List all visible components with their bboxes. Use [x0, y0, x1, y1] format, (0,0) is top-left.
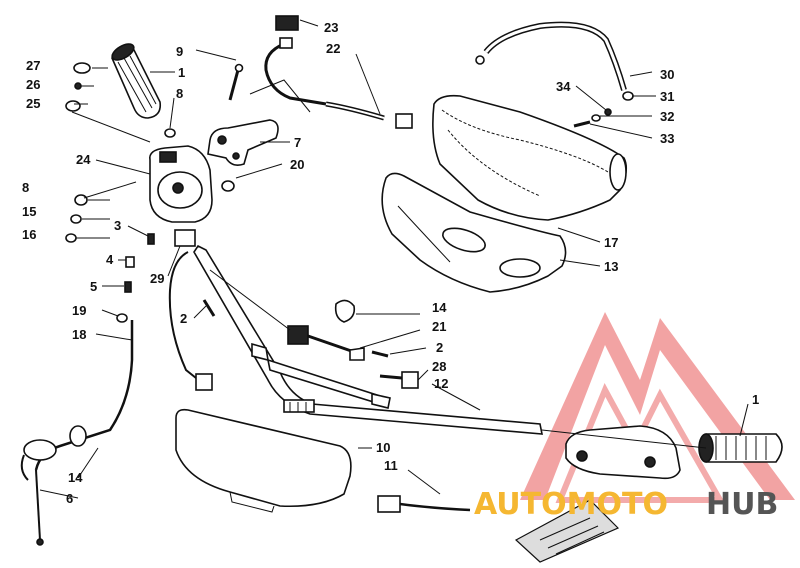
label-3: 3 — [114, 218, 121, 233]
lead-wire-11 — [377, 495, 471, 513]
label-21: 21 — [432, 319, 446, 334]
switch-29 — [174, 229, 196, 247]
label-16: 16 — [22, 227, 36, 242]
bolt-33 — [573, 120, 591, 128]
clip-4 — [125, 256, 135, 268]
label-4: 4 — [106, 252, 114, 267]
label-32: 32 — [660, 109, 674, 124]
screw-3 — [147, 233, 155, 245]
label-24: 24 — [76, 152, 91, 167]
label-10: 10 — [376, 440, 390, 455]
label-12: 12 — [434, 376, 448, 391]
label-18: 18 — [72, 327, 86, 342]
label-26: 26 — [26, 77, 40, 92]
label-2-left: 2 — [180, 311, 187, 326]
right-grip — [698, 433, 783, 463]
cap-27 — [73, 62, 91, 74]
label-17: 17 — [604, 235, 618, 250]
screw-5 — [124, 281, 132, 293]
label-8-left: 8 — [22, 180, 29, 195]
watermark-logo — [520, 312, 795, 503]
washer-16 — [65, 233, 77, 243]
label-28: 28 — [432, 359, 446, 374]
label-34: 34 — [556, 79, 571, 94]
leader-lines — [39, 19, 749, 499]
screw-2b — [371, 350, 389, 358]
label-8-upper: 8 — [176, 86, 183, 101]
label-14-top: 14 — [432, 300, 447, 315]
watermark-automoto: AUTOMOTO — [474, 487, 668, 522]
cover-17 — [432, 94, 628, 221]
nut-34 — [604, 108, 612, 116]
shroud-13 — [381, 172, 567, 293]
nut-20 — [221, 180, 235, 192]
handlebar-pad — [175, 408, 352, 513]
washer-32 — [591, 114, 601, 122]
manual-plate — [514, 499, 620, 563]
left-grip — [111, 43, 162, 119]
label-23: 23 — [324, 20, 338, 35]
clip-19 — [116, 313, 128, 323]
connector-21 — [287, 325, 365, 361]
wire-28 — [379, 371, 419, 389]
handlebar — [193, 244, 543, 435]
label-5: 5 — [90, 279, 97, 294]
throttle-bracket — [207, 119, 279, 166]
label-33: 33 — [660, 131, 674, 146]
watermark-text: AUTOMOTO HUB — [474, 487, 778, 522]
label-7: 7 — [294, 135, 301, 150]
washer-15 — [70, 214, 82, 224]
throttle-housing-right — [565, 425, 681, 480]
label-31: 31 — [660, 89, 674, 104]
label-20: 20 — [290, 157, 304, 172]
label-11: 11 — [384, 458, 398, 473]
label-25: 25 — [26, 96, 40, 111]
watermark-hub: HUB — [706, 487, 778, 522]
part-labels: 1 1 2 2 3 4 5 6 7 8 8 9 10 11 12 13 14 1… — [22, 20, 759, 506]
label-14-bottom: 14 — [68, 470, 83, 485]
label-9: 9 — [176, 44, 183, 59]
label-30: 30 — [660, 67, 674, 82]
label-19: 19 — [72, 303, 86, 318]
cable-30 — [475, 21, 634, 101]
screw-9 — [228, 63, 244, 101]
brake-cable — [20, 320, 134, 546]
nut-8 — [74, 194, 88, 206]
label-6: 6 — [66, 491, 73, 506]
label-13: 13 — [604, 259, 618, 274]
label-29: 29 — [150, 271, 164, 286]
label-27: 27 — [26, 58, 40, 73]
wire-harness-22 — [264, 15, 413, 129]
label-2-right: 2 — [436, 340, 443, 355]
assembly-lines — [71, 79, 311, 331]
switch-wire — [168, 251, 197, 379]
cable-clip-14 — [334, 299, 356, 323]
nut-8-upper — [164, 128, 176, 138]
label-1-right: 1 — [752, 392, 759, 407]
label-15: 15 — [22, 204, 36, 219]
screw-2a — [202, 299, 216, 317]
label-22: 22 — [326, 41, 340, 56]
switch-connector — [195, 373, 213, 391]
switch-housing — [148, 145, 213, 223]
washer-25 — [65, 100, 81, 112]
label-1-left: 1 — [178, 65, 185, 80]
